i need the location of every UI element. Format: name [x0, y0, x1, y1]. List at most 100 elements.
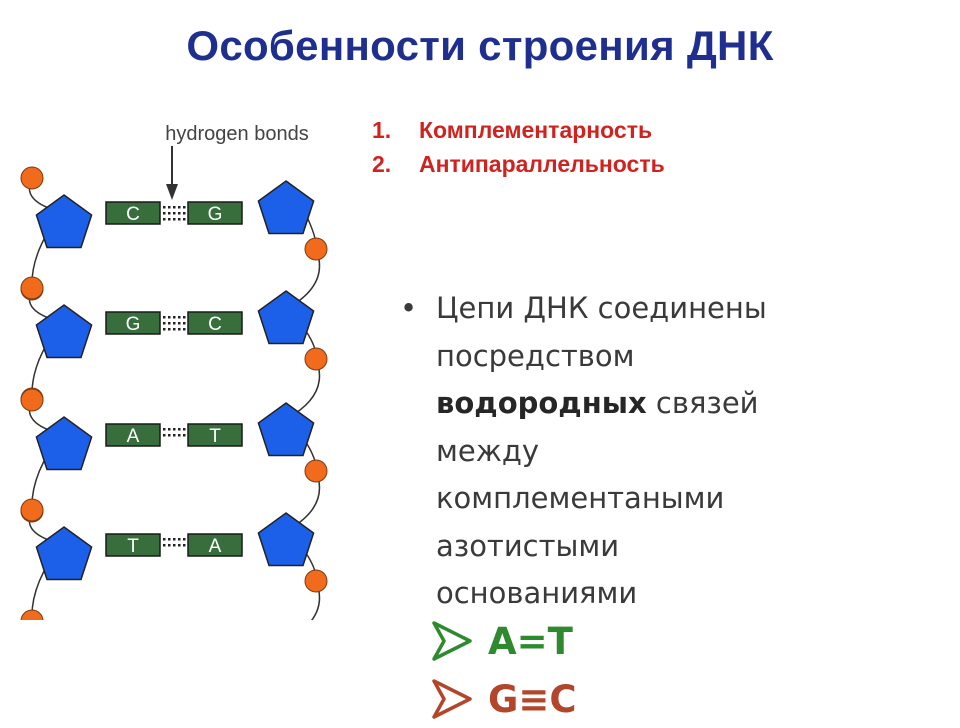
right-base-letter: G	[208, 204, 223, 225]
arrowhead-bullet-icon	[432, 679, 472, 719]
properties-list: 1. Комплементарность 2. Антипараллельнос…	[372, 113, 665, 181]
hydrogen-bond-dot	[163, 206, 166, 209]
hydrogen-bond-arrow	[166, 146, 178, 200]
text-line: посредством	[436, 338, 635, 373]
base-pair-item: G≡C	[430, 670, 577, 728]
hydrogen-bond-dot	[173, 328, 176, 331]
text-line: Цепи ДНК соединены	[436, 291, 767, 325]
hydrogen-bond-dot	[163, 434, 166, 437]
left-phosphate	[20, 498, 44, 522]
right-sugar-pentagon	[257, 290, 315, 345]
right-base-letter: A	[209, 536, 222, 557]
left-base	[105, 533, 161, 557]
base-pairs-list: A=T G≡C	[430, 612, 577, 728]
left-base	[105, 311, 161, 335]
hydrogen-bond-dot	[163, 328, 166, 331]
left-sugar-pentagon	[35, 194, 93, 249]
hydrogen-bond-dot	[178, 218, 181, 221]
hydrogen-bond-dot	[168, 538, 171, 541]
page-title: Особенности строения ДНК	[186, 22, 774, 69]
hydrogen-bond-dot	[168, 428, 171, 431]
right-sugar-pentagon	[257, 402, 315, 457]
right-phosphate	[304, 459, 328, 483]
text-fragment: связей	[646, 386, 759, 420]
right-base-letter: C	[208, 314, 222, 335]
hydrogen-bond-dot	[183, 538, 186, 541]
right-sugar-pentagon	[257, 512, 315, 567]
left-sugar-pentagon	[35, 416, 93, 471]
hydrogen-bond-dot	[173, 544, 176, 547]
property-item: 2. Антипараллельность	[372, 147, 665, 181]
left-base-letter: T	[127, 536, 139, 557]
hydrogen-bond-dot	[168, 434, 171, 437]
hydrogen-bond-dot	[178, 428, 181, 431]
hydrogen-bond-dot	[163, 218, 166, 221]
description-paragraph: • Цепи ДНК соединены посредством водород…	[400, 285, 940, 618]
hydrogen-bond-dot	[163, 316, 166, 319]
property-number: 1.	[372, 117, 392, 143]
property-text: Антипараллельность	[419, 151, 665, 177]
hydrogen-bond-dot	[183, 316, 186, 319]
hydrogen-bond-dot	[178, 206, 181, 209]
hydrogen-bond-dot	[168, 316, 171, 319]
base-pair-at: A=T	[488, 619, 573, 663]
property-text: Комплементарность	[419, 117, 653, 143]
hydrogen-bond-dot	[183, 328, 186, 331]
hydrogen-bond-dot	[173, 322, 176, 325]
right-sugar-pentagon	[257, 180, 315, 235]
hydrogen-bond-dot	[178, 538, 181, 541]
left-phosphate	[20, 166, 44, 190]
hydrogen-bond-dot	[173, 206, 176, 209]
hydrogen-bond-dot	[168, 218, 171, 221]
left-base	[105, 423, 161, 447]
hydrogen-bond-dot	[178, 434, 181, 437]
text-line: основаниями	[436, 576, 638, 610]
hydrogen-bond-dot	[168, 544, 171, 547]
hydrogen-bond-dot	[183, 218, 186, 221]
right-base	[187, 201, 243, 225]
hydrogen-bond-dot	[163, 322, 166, 325]
hydrogen-bond-dot	[183, 434, 186, 437]
hydrogen-bond-dot	[168, 206, 171, 209]
hydrogen-bond-dot	[163, 428, 166, 431]
base-pair-gc: G≡C	[488, 677, 577, 721]
hydrogen-bond-dot	[183, 322, 186, 325]
hydrogen-bond-dot	[173, 218, 176, 221]
hydrogen-bond-dot	[178, 212, 181, 215]
hydrogen-bond-dot	[168, 212, 171, 215]
hydrogen-bond-dot	[178, 316, 181, 319]
bullet: •	[400, 291, 418, 325]
left-base-letter: G	[126, 314, 141, 335]
hydrogen-bond-dot	[178, 322, 181, 325]
arrowhead-bullet-icon	[432, 621, 472, 661]
hydrogen-bond-dot	[168, 328, 171, 331]
right-base-letter: T	[209, 426, 221, 447]
text-line: водородных связей	[436, 380, 940, 428]
hydrogen-bond-dot	[173, 538, 176, 541]
hydrogen-bond-dot	[183, 544, 186, 547]
hydrogen-bond-dot	[173, 316, 176, 319]
hydrogen-bond-dot	[183, 206, 186, 209]
hydrogen-bond-dot	[178, 544, 181, 547]
hydrogen-bonds-label: hydrogen bonds	[165, 123, 308, 145]
hydrogen-bond-dot	[178, 328, 181, 331]
right-phosphate	[304, 569, 328, 593]
hydrogen-bond-dot	[173, 434, 176, 437]
left-base-letter: A	[127, 426, 140, 447]
right-base	[187, 533, 243, 557]
right-phosphate	[304, 237, 328, 261]
hydrogen-bond-dot	[183, 428, 186, 431]
right-base	[187, 311, 243, 335]
left-sugar-pentagon	[35, 304, 93, 359]
left-phosphate	[20, 609, 44, 620]
base-pair-item: A=T	[430, 612, 577, 670]
text-line: комплементаными	[436, 481, 725, 515]
property-number: 2.	[372, 151, 392, 177]
hydrogen-bond-dot	[183, 212, 186, 215]
hydrogen-bond-dot	[163, 212, 166, 215]
hydrogen-bond-dot	[163, 544, 166, 547]
hydrogen-bond-dot	[173, 428, 176, 431]
hydrogen-bond-dot	[168, 322, 171, 325]
